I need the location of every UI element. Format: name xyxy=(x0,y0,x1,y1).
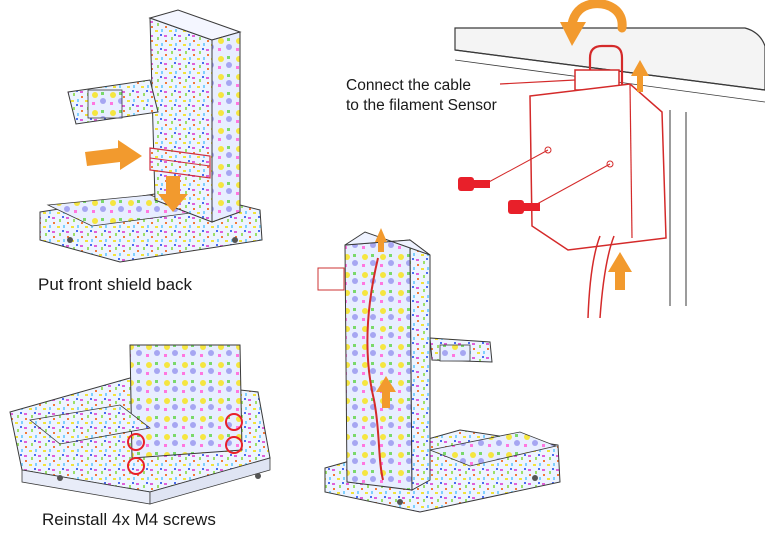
filament-sensor-callout: Connect the cable to the filament Sensor xyxy=(346,76,497,116)
arrow-up-icon xyxy=(631,60,649,92)
callout-line-2: to the filament Sensor xyxy=(346,97,497,114)
frame-with-shield-illustration xyxy=(39,9,263,263)
caption-front-shield: Put front shield back xyxy=(38,275,193,294)
arrow-up-icon xyxy=(608,252,632,290)
screw-icon xyxy=(508,200,540,214)
filament-sensor-detail-illustration xyxy=(454,27,765,319)
callout-line-1: Connect the cable xyxy=(346,77,471,94)
arrow-down-icon xyxy=(158,176,188,212)
arrow-up-icon xyxy=(376,376,396,408)
rotate-arrow-icon xyxy=(560,0,627,46)
screw-icon xyxy=(458,177,490,191)
base-screws-illustration xyxy=(9,344,271,505)
frame-cable-illustration xyxy=(317,231,561,513)
arrow-up-icon xyxy=(375,228,387,252)
arrow-icon xyxy=(85,140,142,170)
caption-reinstall-screws: Reinstall 4x M4 screws xyxy=(42,510,216,529)
